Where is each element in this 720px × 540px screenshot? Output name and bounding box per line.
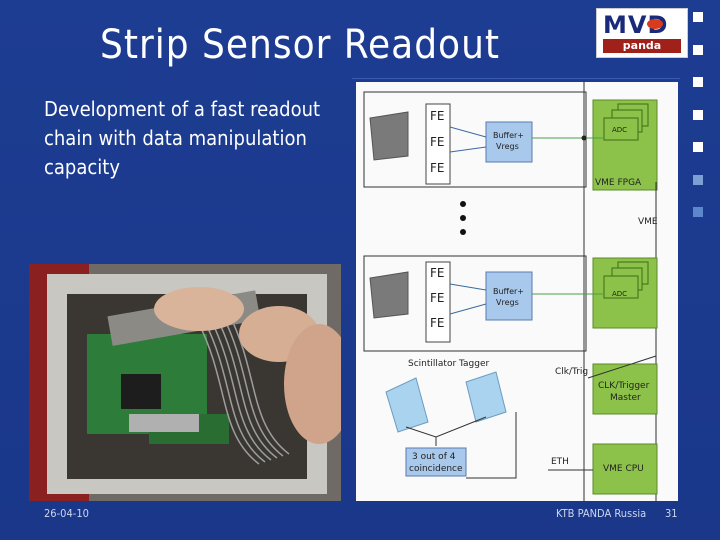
mvd-panda-logo: MVD panda <box>596 8 688 58</box>
square-icon <box>693 12 703 22</box>
trigger-label: Master <box>610 393 641 403</box>
vme-cpu-box <box>592 443 658 495</box>
buffer-label: Buffer+ <box>493 131 524 140</box>
slide-title: Strip Sensor Readout <box>100 22 500 68</box>
coincidence-box <box>405 447 467 477</box>
adc-box <box>603 117 639 141</box>
adc-label: ADC <box>612 290 627 298</box>
fe-label: FE <box>430 291 444 305</box>
fe-label: FE <box>430 266 444 280</box>
square-icon <box>693 109 703 120</box>
fe-label: FE <box>430 316 444 330</box>
fe-label: FE <box>430 161 444 175</box>
coincidence-label: coincidence <box>409 464 463 474</box>
fe-stack-bottom <box>425 261 451 343</box>
hardware-photo <box>29 264 341 501</box>
scintillator-label: Scintillator Tagger <box>408 359 489 369</box>
divider <box>352 78 680 79</box>
footer-organization: KTB PANDA Russia <box>556 507 647 520</box>
coincidence-label: 3 out of 4 <box>412 452 456 462</box>
sensor-icon <box>369 271 409 319</box>
footer-date: 26-04-10 <box>44 507 89 520</box>
square-icon <box>693 44 703 55</box>
vme-label: VME <box>638 217 658 227</box>
scintillator-icon <box>385 377 429 433</box>
adc-label: ADC <box>612 126 627 134</box>
page-number: 31 <box>665 507 678 520</box>
slide-description: Development of a fast readout chain with… <box>44 97 321 179</box>
buffer-label: Vregs <box>496 142 519 151</box>
trigger-master-box <box>592 363 658 415</box>
adc-box <box>603 275 639 299</box>
fe-label: FE <box>430 135 444 149</box>
trigger-label: CLK/Trigger <box>598 381 650 391</box>
module-frame-bottom <box>363 255 587 352</box>
logo-eye-icon <box>647 19 663 29</box>
vme-cpu-label: VME CPU <box>603 464 644 474</box>
decorative-squares <box>693 12 707 240</box>
square-icon <box>693 207 703 217</box>
vme-fpga-label: VME FPGA <box>595 178 642 188</box>
fe-stack-top <box>425 103 451 185</box>
square-icon <box>693 174 703 185</box>
logo-text-panda: panda <box>603 39 681 53</box>
buffer-label: Buffer+ <box>493 287 524 296</box>
clk-trig-label: Clk/Trig <box>555 367 588 377</box>
square-icon <box>693 77 703 87</box>
readout-diagram-svg: FE FE FE Buffer+ Vregs ADC VME FPGA VME <box>363 82 658 501</box>
scintillator-icon <box>465 371 507 423</box>
readout-diagram: FE FE FE Buffer+ Vregs ADC VME FPGA VME <box>356 82 678 501</box>
fe-label: FE <box>430 109 444 123</box>
hardware-photo-illustration <box>29 264 341 501</box>
buffer-box-top <box>485 121 533 163</box>
buffer-box-bottom <box>485 271 533 321</box>
buffer-label: Vregs <box>496 298 519 307</box>
sensor-icon <box>369 111 409 161</box>
square-icon <box>693 142 703 152</box>
eth-label: ETH <box>551 457 569 467</box>
